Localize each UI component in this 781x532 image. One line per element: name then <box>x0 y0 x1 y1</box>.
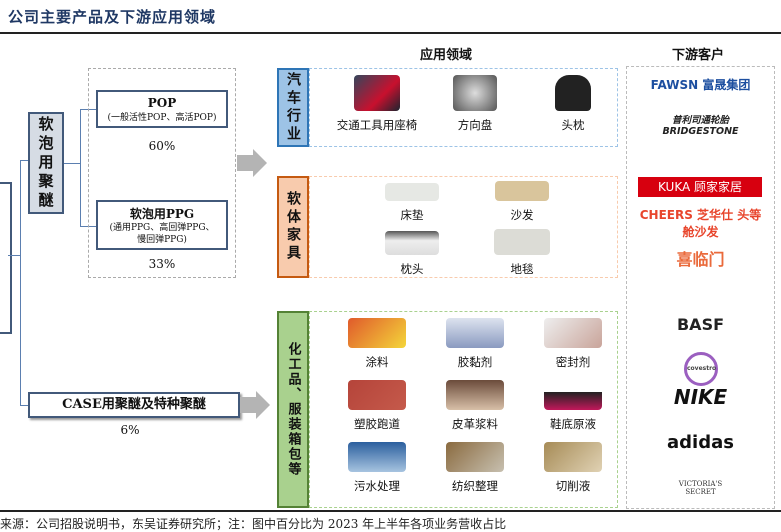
auto-items <box>309 68 618 147</box>
headrest-image <box>555 75 591 111</box>
product-group <box>88 68 236 278</box>
item-label: 交通工具用座椅 <box>336 118 418 132</box>
connector <box>20 160 28 161</box>
customers-header: 下游客户 <box>672 48 725 63</box>
ppg-desc: (通用PPG、高回弹PPG、慢回弹PPG) <box>109 223 215 245</box>
list-item: 方向盘 <box>420 75 530 133</box>
item-image <box>348 442 406 472</box>
item-label: 塑胶跑道 <box>354 417 400 431</box>
item-image <box>446 380 504 410</box>
arrow-icon <box>240 397 256 413</box>
item-label: 密封剂 <box>555 355 591 369</box>
item-label: 枕头 <box>400 262 424 276</box>
carpet-image <box>494 229 550 255</box>
sofa-image <box>495 181 549 201</box>
sector-label-auto: 汽车行业 <box>277 68 309 147</box>
item-image <box>544 318 602 348</box>
item-image <box>348 318 406 348</box>
mattress-image <box>385 183 439 201</box>
item-image <box>544 442 602 472</box>
applications-header: 应用领域 <box>420 48 473 63</box>
list-item: 沙发 <box>467 181 577 223</box>
connector <box>20 160 21 405</box>
divider <box>0 510 781 512</box>
connector <box>64 163 80 164</box>
item-label: 纺织整理 <box>452 479 498 493</box>
item-label: 涂料 <box>365 355 389 369</box>
logo-bridgestone: 普利司通轮胎 BRIDGESTONE <box>662 115 739 137</box>
list-item: 鞋底原液 <box>518 380 628 432</box>
list-item: 地毯 <box>467 229 577 277</box>
parent-box <box>0 182 12 334</box>
pop-share: 60% <box>148 139 176 153</box>
list-item: 床垫 <box>357 183 467 223</box>
item-label: 鞋底原液 <box>550 417 596 431</box>
customers-box <box>626 66 775 509</box>
ppg-name: 软泡用PPG <box>129 207 195 221</box>
seat-image <box>354 75 400 111</box>
pop-box: POP (一般活性POP、高活POP) <box>96 90 228 128</box>
list-item: 切削液 <box>518 442 628 494</box>
list-item: 塑胶跑道 <box>322 380 432 432</box>
connector <box>8 255 20 256</box>
logo-victorias-secret: VICTORIA'S SECRET <box>678 480 723 496</box>
item-label: 切削液 <box>555 479 591 493</box>
item-image <box>544 380 602 410</box>
list-item: 皮革浆料 <box>420 380 530 432</box>
case-share: 6% <box>120 423 140 437</box>
list-item: 纺织整理 <box>420 442 530 494</box>
pop-name: POP <box>147 96 177 110</box>
sector-label-furniture: 软体家具 <box>277 176 309 278</box>
list-item: 枕头 <box>357 231 467 277</box>
item-label: 头枕 <box>561 118 585 132</box>
furniture-items <box>309 176 618 278</box>
arrow-icon <box>256 391 270 419</box>
ppg-box: 软泡用PPG (通用PPG、高回弹PPG、慢回弹PPG) <box>96 200 228 250</box>
arrow-icon <box>253 149 267 177</box>
logo-cheers: CHEERS 芝华仕 头等舱沙发 <box>639 208 762 239</box>
logo-fawsn: FAWSN 富晟集团 <box>650 78 751 92</box>
pillow-image <box>385 231 439 255</box>
item-label: 污水处理 <box>354 479 400 493</box>
logo-nike: NIKE <box>673 385 728 409</box>
logo-kuka: KUKA 顾家家居 <box>638 177 762 197</box>
list-item: 交通工具用座椅 <box>322 75 432 133</box>
list-item: 密封剂 <box>518 318 628 370</box>
page-title: 公司主要产品及下游应用领域 <box>8 8 217 26</box>
item-label: 床垫 <box>400 208 424 222</box>
item-label: 胶黏剂 <box>457 355 493 369</box>
logo-xilinmen: 喜临门 <box>676 250 725 269</box>
item-label: 方向盘 <box>457 118 493 132</box>
steering-wheel-image <box>453 75 497 111</box>
connector <box>20 405 28 406</box>
logo-basf: BASF <box>676 315 725 334</box>
logo-adidas: adidas <box>667 432 734 453</box>
list-item: 污水处理 <box>322 442 432 494</box>
list-item: 头枕 <box>518 75 628 133</box>
pop-desc: (一般活性POP、高活POP) <box>107 113 217 123</box>
connector <box>80 109 81 226</box>
ppg-share: 33% <box>148 257 176 271</box>
item-label: 皮革浆料 <box>452 417 498 431</box>
case-box: CASE用聚醚及特种聚醚 <box>28 392 240 418</box>
item-label: 沙发 <box>510 208 534 222</box>
chemical-items <box>309 311 618 508</box>
logo-covestro: covestro <box>684 352 718 386</box>
item-image <box>348 380 406 410</box>
sector-label-chemical: 化工品、服装箱包等 <box>277 311 309 508</box>
list-item: 胶黏剂 <box>420 318 530 370</box>
soft-foam-polyether-box: 软泡用聚醚 <box>28 112 64 214</box>
item-label: 地毯 <box>510 262 534 276</box>
item-image <box>446 442 504 472</box>
divider <box>0 32 781 34</box>
item-image <box>446 318 504 348</box>
list-item: 涂料 <box>322 318 432 370</box>
arrow-icon <box>237 155 253 171</box>
